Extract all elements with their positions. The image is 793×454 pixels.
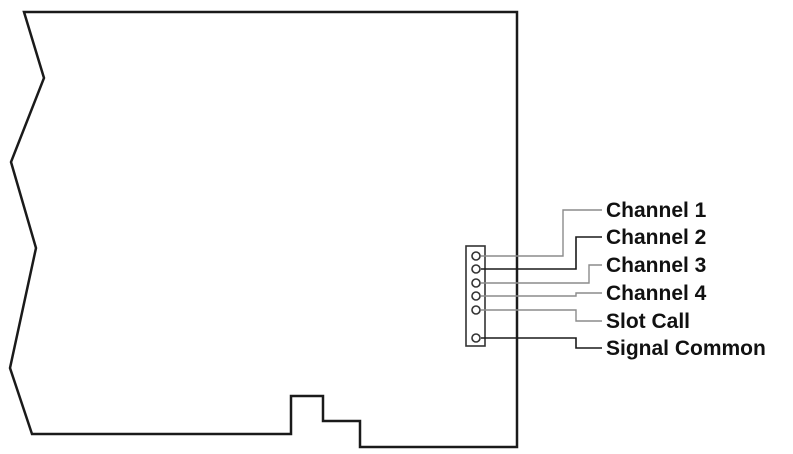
label-slot-call: Slot Call — [606, 310, 690, 333]
terminal-screw-6 — [471, 333, 481, 343]
terminal-screw-1 — [471, 251, 481, 261]
terminal-screw-2 — [471, 264, 481, 274]
label-channel-2: Channel 2 — [606, 226, 706, 249]
label-channel-4: Channel 4 — [606, 282, 707, 305]
terminal-screw-5 — [471, 305, 481, 315]
wire-1 — [481, 209, 602, 257]
wire-6 — [481, 337, 602, 349]
label-signal-common: Signal Common — [606, 337, 766, 360]
terminal-group — [471, 251, 481, 343]
label-channel-1: Channel 1 — [606, 199, 707, 222]
terminal-screw-3 — [471, 278, 481, 288]
wire-5 — [481, 309, 602, 322]
wire-group — [481, 209, 602, 349]
terminal-screw-4 — [471, 291, 481, 301]
wire-3 — [481, 264, 602, 284]
circuit-board-outline — [8, 10, 519, 449]
label-channel-3: Channel 3 — [606, 254, 706, 277]
wire-2 — [481, 236, 602, 270]
wire-4 — [481, 292, 602, 297]
